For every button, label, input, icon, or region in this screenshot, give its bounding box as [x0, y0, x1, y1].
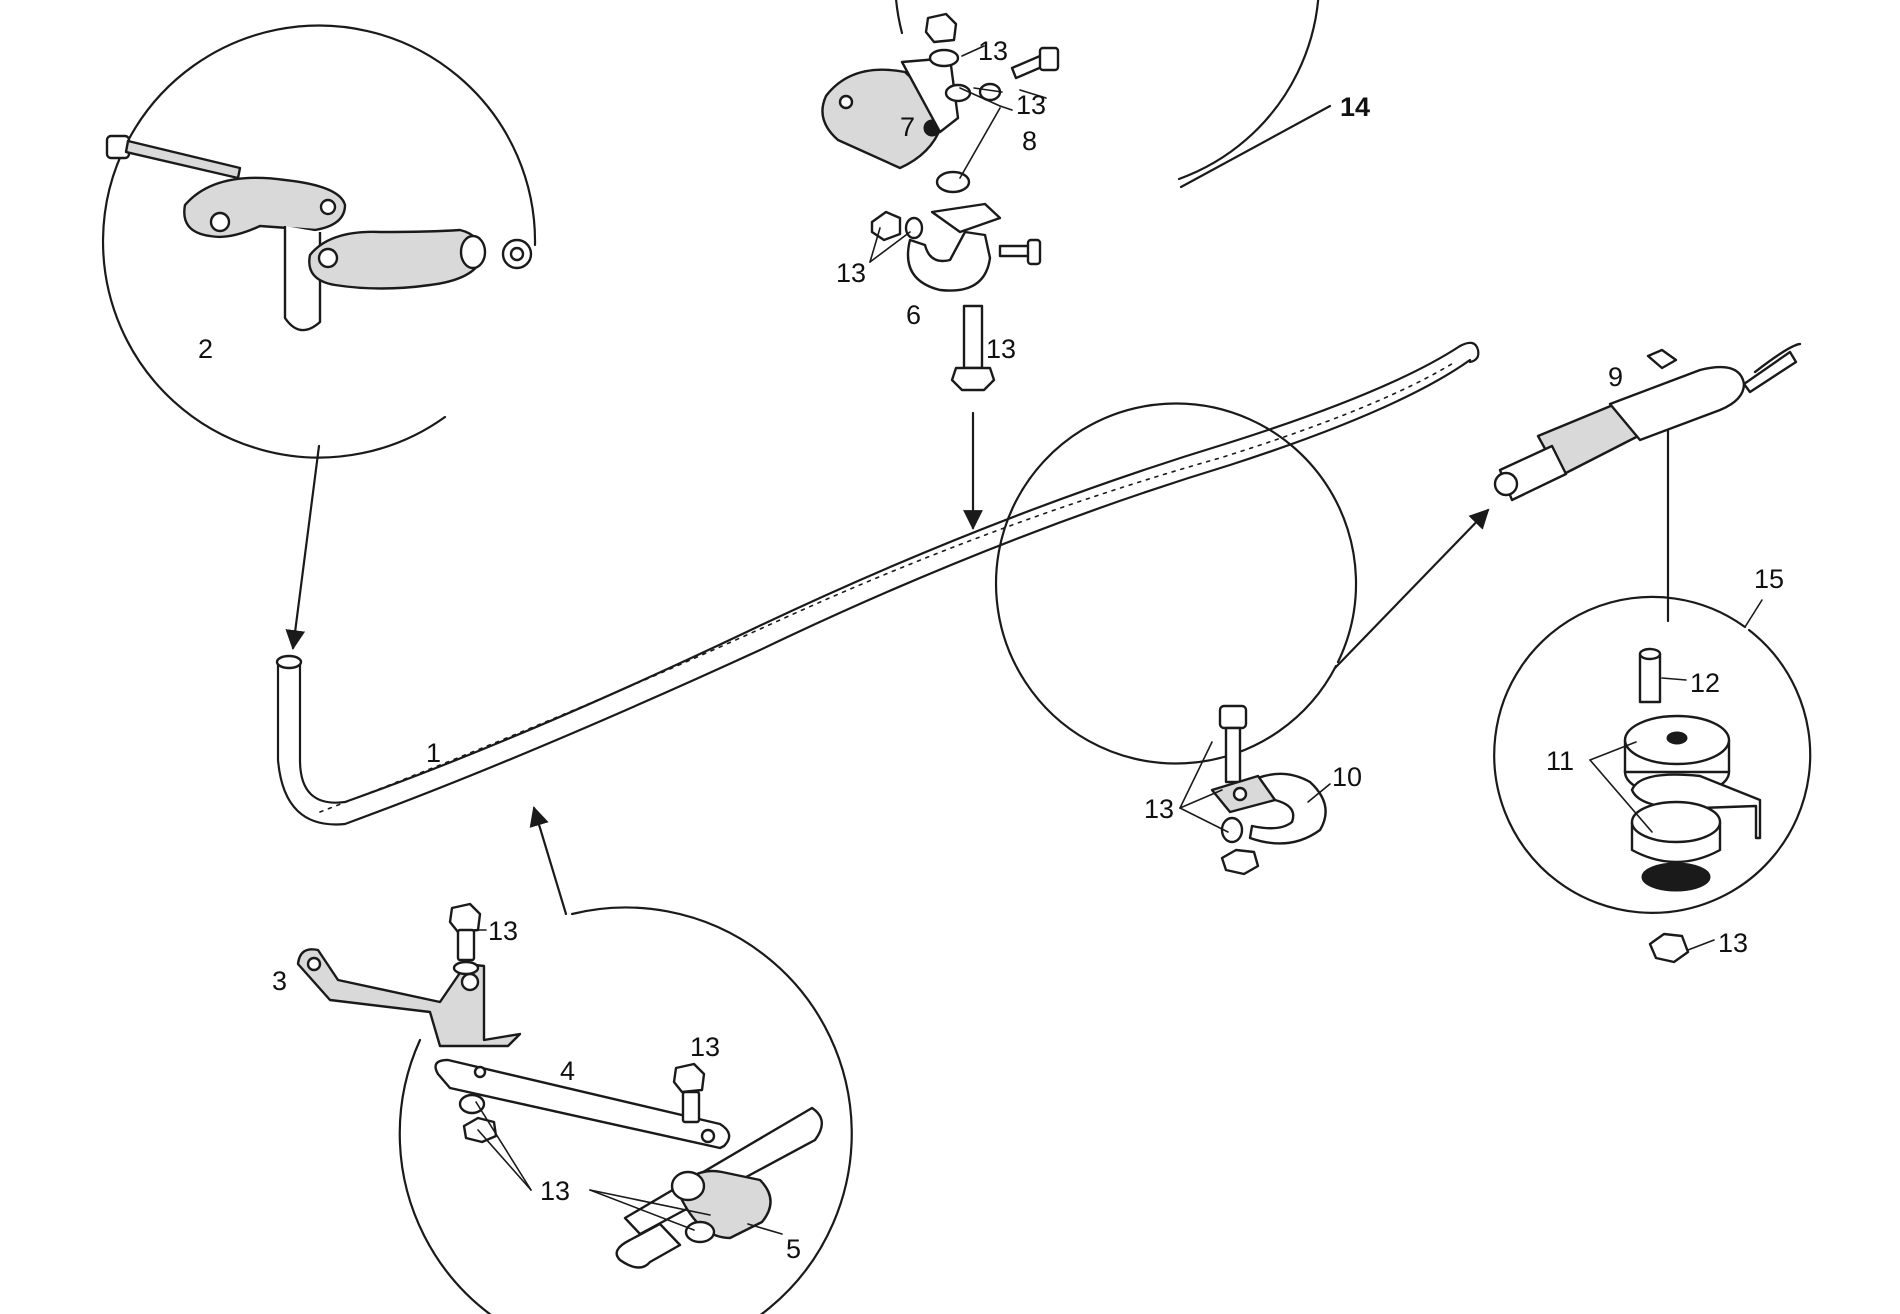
label-7: 7 [900, 112, 915, 142]
stabiliser-bar [275, 341, 1480, 826]
leader-lines [475, 45, 1715, 1235]
label-1: 1 [426, 738, 441, 768]
label-13-h: 13 [1144, 794, 1174, 824]
label-13-g: 13 [540, 1176, 570, 1206]
label-13-b: 13 [1016, 90, 1046, 120]
end-link-assembly [1493, 342, 1802, 502]
label-2: 2 [198, 334, 213, 364]
part-labels: 1 2 3 4 5 6 7 8 9 10 11 12 14 15 13 13 1… [198, 36, 1784, 1264]
label-15: 15 [1754, 564, 1784, 594]
label-6: 6 [906, 300, 921, 330]
detail-circle-2 [101, 24, 537, 650]
label-13-f: 13 [690, 1032, 720, 1062]
label-13-i: 13 [1718, 928, 1748, 958]
label-13-e: 13 [488, 916, 518, 946]
label-4: 4 [560, 1056, 575, 1086]
label-8: 8 [1022, 126, 1037, 156]
detail-circle-3-4-5 [296, 806, 853, 1314]
label-9: 9 [1608, 362, 1623, 392]
label-11: 11 [1546, 746, 1574, 776]
label-13-a: 13 [978, 36, 1008, 66]
label-5: 5 [786, 1234, 801, 1264]
label-12: 12 [1690, 668, 1720, 698]
detail-circle-10 [994, 402, 1490, 876]
long-bolt [105, 134, 242, 180]
detail-circle-15 [1493, 401, 1812, 964]
label-10: 10 [1332, 762, 1362, 792]
label-3: 3 [272, 966, 287, 996]
label-13-c: 13 [836, 258, 866, 288]
detail-circle-14 [821, 0, 1332, 530]
label-14: 14 [1340, 92, 1370, 122]
label-13-d: 13 [986, 334, 1016, 364]
